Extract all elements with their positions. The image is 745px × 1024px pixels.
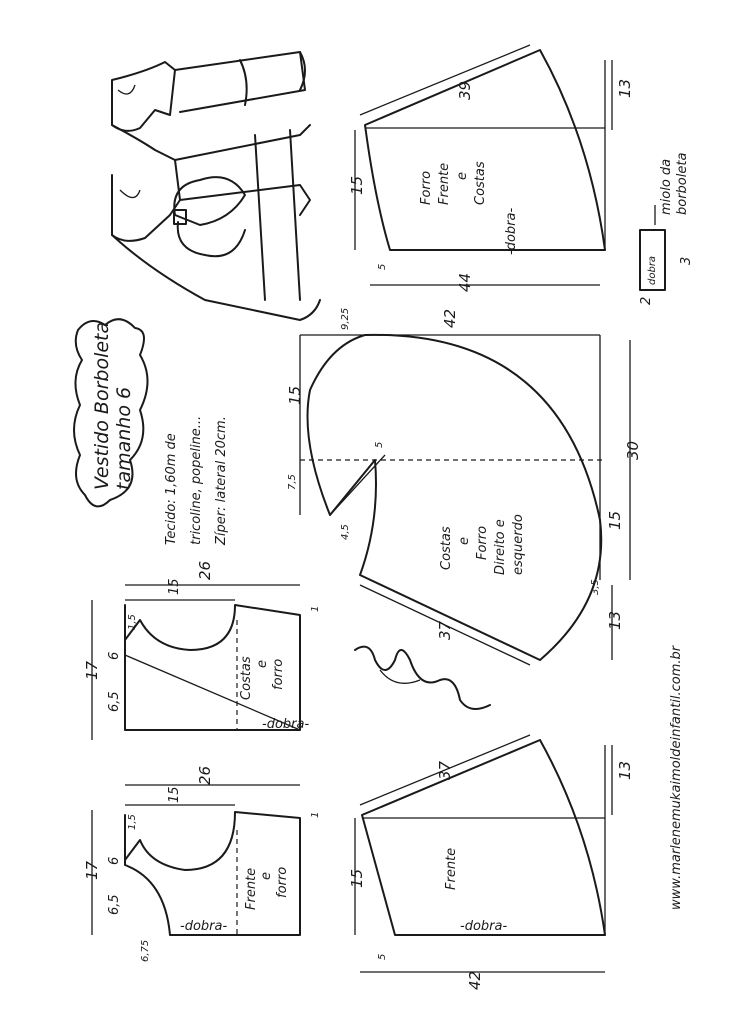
dim-15-b: 15 — [286, 386, 304, 405]
dim-42-a: 42 — [441, 309, 459, 328]
back-bodice-label-1: Costas — [239, 656, 254, 700]
back-skirt-piece: 9,25 42 15 7,5 5 4,5 30 15 3,5 13 37 Cos… — [286, 308, 642, 666]
dim-6-a: 6 — [107, 652, 122, 660]
dim-5-b: 5 — [374, 442, 385, 448]
title-line2: tamanho 6 — [113, 387, 135, 490]
signature — [354, 645, 491, 710]
dress-illustration — [111, 51, 321, 321]
lining-fold: -dobra- — [504, 208, 519, 255]
dim-5-a: 5 — [377, 264, 388, 270]
dim-30: 30 — [624, 441, 642, 460]
butterfly-fold: dobra — [647, 256, 658, 285]
lining-label-4: Costas — [473, 161, 488, 205]
title-block: Vestido Borboleta tamanho 6 Tecido: 1,60… — [73, 318, 229, 546]
dim-3: 3 — [679, 257, 694, 265]
front-skirt-label: Frente — [444, 848, 459, 890]
lining-skirt-piece: 39 13 15 5 44 Forro Frente e Costas -dob… — [348, 44, 634, 292]
dim-6-75: 6,75 — [140, 940, 151, 962]
dim-15-g: 15 — [167, 786, 182, 803]
butterfly-center-piece: dobra 3 2 miolo da borboleta — [639, 153, 694, 305]
front-skirt-piece: 37 13 15 5 42 Frente -dobra- — [348, 734, 634, 990]
dim-37-a: 37 — [436, 620, 454, 640]
dim-6-b: 6 — [107, 857, 122, 865]
butterfly-note-2: borboleta — [675, 153, 690, 215]
dim-1-a: 1 — [310, 606, 321, 612]
dim-4-5: 4,5 — [340, 524, 351, 540]
fabric-note: Tecido: 1,60m de — [164, 433, 179, 545]
front-bodice-label-1: Frente — [244, 868, 259, 910]
butterfly-note-1: miolo da — [659, 159, 674, 215]
dim-1-5-a: 1,5 — [127, 614, 138, 630]
dim-1-5-b: 1,5 — [127, 814, 138, 830]
back-bodice-piece: 26 15 17 6,5 6 1,5 1 Costas e forro -dob… — [83, 561, 321, 740]
dim-6-5-b: 6,5 — [107, 894, 122, 915]
dim-39: 39 — [456, 81, 474, 100]
dim-15-e: 15 — [167, 578, 182, 595]
dim-15-d: 15 — [348, 869, 366, 888]
lining-label-1: Forro — [419, 171, 434, 205]
dim-13-top: 13 — [616, 79, 634, 98]
back-bodice-label-3: forro — [271, 659, 286, 690]
dim-6-5-a: 6,5 — [107, 691, 122, 712]
front-skirt-fold: -dobra- — [460, 919, 507, 934]
dim-42-b: 42 — [466, 971, 484, 990]
dim-13-mid: 13 — [606, 611, 624, 630]
dim-44: 44 — [456, 273, 474, 292]
title-line1: Vestido Borboleta — [91, 322, 113, 490]
dim-15-a: 15 — [348, 176, 366, 195]
back-bodice-label-2: e — [255, 660, 270, 668]
dim-15-c: 15 — [606, 511, 624, 530]
back-label-5: esquerdo — [511, 514, 526, 575]
back-label-1: Costas — [439, 526, 454, 570]
dim-26-a: 26 — [196, 561, 214, 580]
fabric-note-2: tricoline, popeline... — [189, 416, 204, 545]
back-label-3: Forro — [475, 526, 490, 560]
website-url: www.marlenemukaimoldeinfantil.com.br — [669, 644, 684, 910]
front-bodice-label-3: forro — [275, 867, 290, 898]
dim-7-5: 7,5 — [287, 474, 298, 490]
back-label-4: Direito e — [493, 519, 508, 575]
dim-2: 2 — [639, 297, 654, 305]
dim-5-c: 5 — [377, 954, 388, 960]
dim-3-5: 3,5 — [590, 579, 601, 595]
zipper-note: Zíper: lateral 20cm. — [214, 416, 229, 546]
dim-1-b: 1 — [310, 812, 321, 818]
dim-9-25: 9,25 — [340, 308, 351, 330]
front-bodice-fold: -dobra- — [180, 919, 227, 934]
lining-label-2: Frente — [437, 163, 452, 205]
front-bodice-label-2: e — [259, 872, 274, 880]
lining-label-3: e — [455, 172, 470, 180]
back-label-2: e — [457, 537, 472, 545]
dim-13-bottom: 13 — [616, 761, 634, 780]
dim-26-b: 26 — [196, 766, 214, 785]
back-bodice-fold: -dobra- — [262, 717, 309, 732]
front-bodice-piece: 26 15 17 6,5 6 1,5 1 6,75 Frente e forro… — [83, 766, 321, 962]
